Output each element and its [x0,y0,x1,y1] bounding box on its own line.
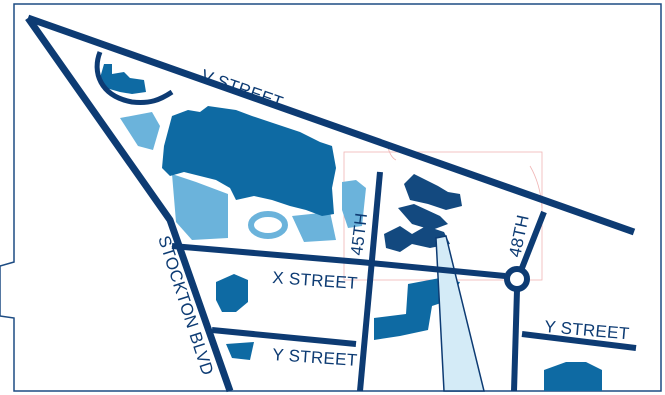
road-stockton-blvd [25,15,234,393]
y-street-small-building [226,342,254,360]
light-walkway [292,212,336,242]
road-x-street [171,243,506,279]
road-y-street-right [521,331,637,351]
highlighted-building-north [404,174,462,210]
southeast-building [544,362,602,391]
light-building-southwest [172,174,228,240]
roads [25,14,637,393]
light-roundabout-ring [248,211,288,239]
highlighted-building [384,174,462,252]
road-48th-south [511,289,520,392]
main-hospital-complex [162,106,336,216]
highlighted-building-south [384,226,450,252]
road-y-street-left [211,327,357,347]
north-building [100,64,146,94]
highlighted-building-mid [398,204,448,230]
light-buildings [120,112,366,242]
road-north-loop [94,51,174,105]
light-building-west [120,112,160,150]
callout-pointer [435,235,485,392]
faint-outline-curve-left [387,147,397,161]
light-building-northeast [342,180,366,228]
road-v-street [26,14,636,236]
road-45th [357,171,383,392]
faint-outline-curve-right [529,165,543,209]
center-small-building [216,274,248,312]
roundabout-48th-x [504,266,530,292]
road-48th-north [519,210,547,270]
